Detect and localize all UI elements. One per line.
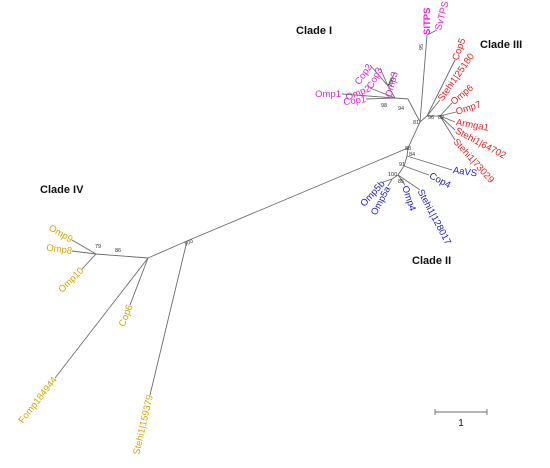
branch-clade4-stem — [95, 253, 149, 259]
bootstrap-98: 98 — [381, 103, 387, 109]
branch-clade3-stem — [419, 115, 428, 123]
branch-fomp — [54, 257, 149, 379]
leaf-omp9: Omp9 — [47, 223, 75, 245]
branch-armga1 — [439, 115, 456, 123]
bootstrap-84: 84 — [409, 152, 415, 158]
branch-svtps — [426, 29, 438, 36]
branch-cop1 — [365, 97, 396, 100]
leaf-stehi128017: Stehi1|128017 — [415, 188, 453, 247]
branch-clade2-inner — [403, 155, 408, 167]
branch-clade1-node98 — [394, 97, 409, 100]
bootstrap-100-clade2: 100 — [388, 172, 397, 178]
leaf-cop6: Cop6 — [117, 303, 136, 328]
leaf-omp8: Omp8 — [46, 242, 73, 256]
bootstrap-81: 81 — [413, 120, 419, 126]
branch-omp7 — [439, 111, 457, 117]
clade-label-4: Clade IV — [40, 184, 84, 196]
scale-bar: 1 — [434, 409, 488, 429]
clade-label-1: Clade I — [296, 25, 332, 37]
clade-label-3: Clade III — [480, 39, 522, 51]
branch-omp5-node — [391, 174, 399, 180]
bootstrap-100-clade1: 100 — [387, 77, 396, 88]
bootstrap-100-root: 100 — [183, 239, 194, 248]
branch-stehi73029 — [439, 115, 456, 141]
branch-cop5 — [426, 59, 456, 117]
branch-omp5a — [387, 178, 393, 187]
bootstrap-96: 96 — [428, 115, 434, 121]
clade-4-leaves: Omp9 Omp8 Omp10 Cop6 Fomp184944 Stehi1|1… — [17, 223, 156, 456]
bootstrap-82: 82 — [438, 115, 444, 121]
branch-omp2 — [369, 87, 396, 99]
bootstrap-85: 85 — [398, 179, 404, 185]
bootstrap-79: 79 — [95, 244, 101, 250]
leaf-stehi159379: Stehi1|159379 — [131, 394, 155, 456]
branch-stehi159379 — [149, 240, 188, 396]
branch-cop2 — [369, 64, 389, 87]
clade-1-leaves: SlTPS SvTPS Cop2 Cop3 Omp3 Omp2 Omp1 Cop… — [315, 0, 451, 108]
branch-cop3 — [379, 67, 389, 87]
clade-3-leaves: Cop5 Stehi1|25180 Omp6 Omp7 Armga1 Stehi… — [436, 37, 508, 186]
leaf-cop1: Cop1 — [343, 94, 367, 108]
branch-stehi25180 — [426, 99, 441, 117]
leaf-omp1: Omp1 — [315, 89, 341, 100]
scale-bar-line — [434, 409, 488, 415]
branch-aavs — [406, 155, 453, 171]
clade-labels: Clade I Clade III Clade II Clade IV — [40, 25, 522, 267]
leaf-aavs: AaVS — [452, 165, 478, 179]
bootstrap-95: 95 — [419, 44, 425, 50]
bootstrap-88: 88 — [405, 146, 411, 152]
scale-bar-label: 1 — [458, 418, 464, 429]
branch-omp9 — [71, 239, 97, 255]
bootstrap-86: 86 — [115, 248, 121, 254]
branch-omp4 — [397, 174, 406, 186]
branch-cop6 — [129, 257, 149, 306]
leaf-svtps: SvTPS — [433, 0, 451, 31]
branch-sltps — [419, 34, 428, 123]
branch-backbone-upper — [407, 121, 421, 149]
branch-clade2-stem — [406, 147, 409, 157]
bootstrap-values: 95 100 98 94 81 96 82 88 84 91 100 85 79… — [95, 44, 444, 254]
leaf-sltps: SlTPS — [422, 8, 433, 35]
branch-stehi128017 — [397, 174, 421, 191]
branch-clade2-inner2 — [397, 165, 405, 176]
branch-omp1 — [341, 93, 396, 99]
tree-branches — [54, 29, 457, 396]
branch-omp3 — [387, 71, 396, 87]
branch-omp5b — [382, 178, 393, 183]
branch-clade1-stem — [407, 98, 421, 123]
leaf-omp10: Omp10 — [56, 265, 86, 295]
leaf-cop4: Cop4 — [427, 171, 452, 191]
branch-cop4 — [403, 165, 430, 176]
branch-stehi64702 — [439, 115, 456, 131]
branch-omp8 — [71, 250, 97, 255]
leaf-omp4: Omp4 — [399, 184, 417, 212]
branch-omp10 — [81, 253, 97, 270]
bootstrap-91: 91 — [399, 162, 405, 168]
branch-omp6 — [439, 102, 453, 117]
branch-clade1-node100 — [387, 85, 396, 99]
bootstrap-94: 94 — [398, 106, 404, 112]
clade-label-2: Clade II — [412, 255, 451, 267]
clade-2-leaves: AaVS Cop4 Stehi1|128017 Omp4 Omp5a Omp5b — [358, 165, 477, 247]
leaf-fomp: Fomp184944 — [17, 375, 60, 426]
